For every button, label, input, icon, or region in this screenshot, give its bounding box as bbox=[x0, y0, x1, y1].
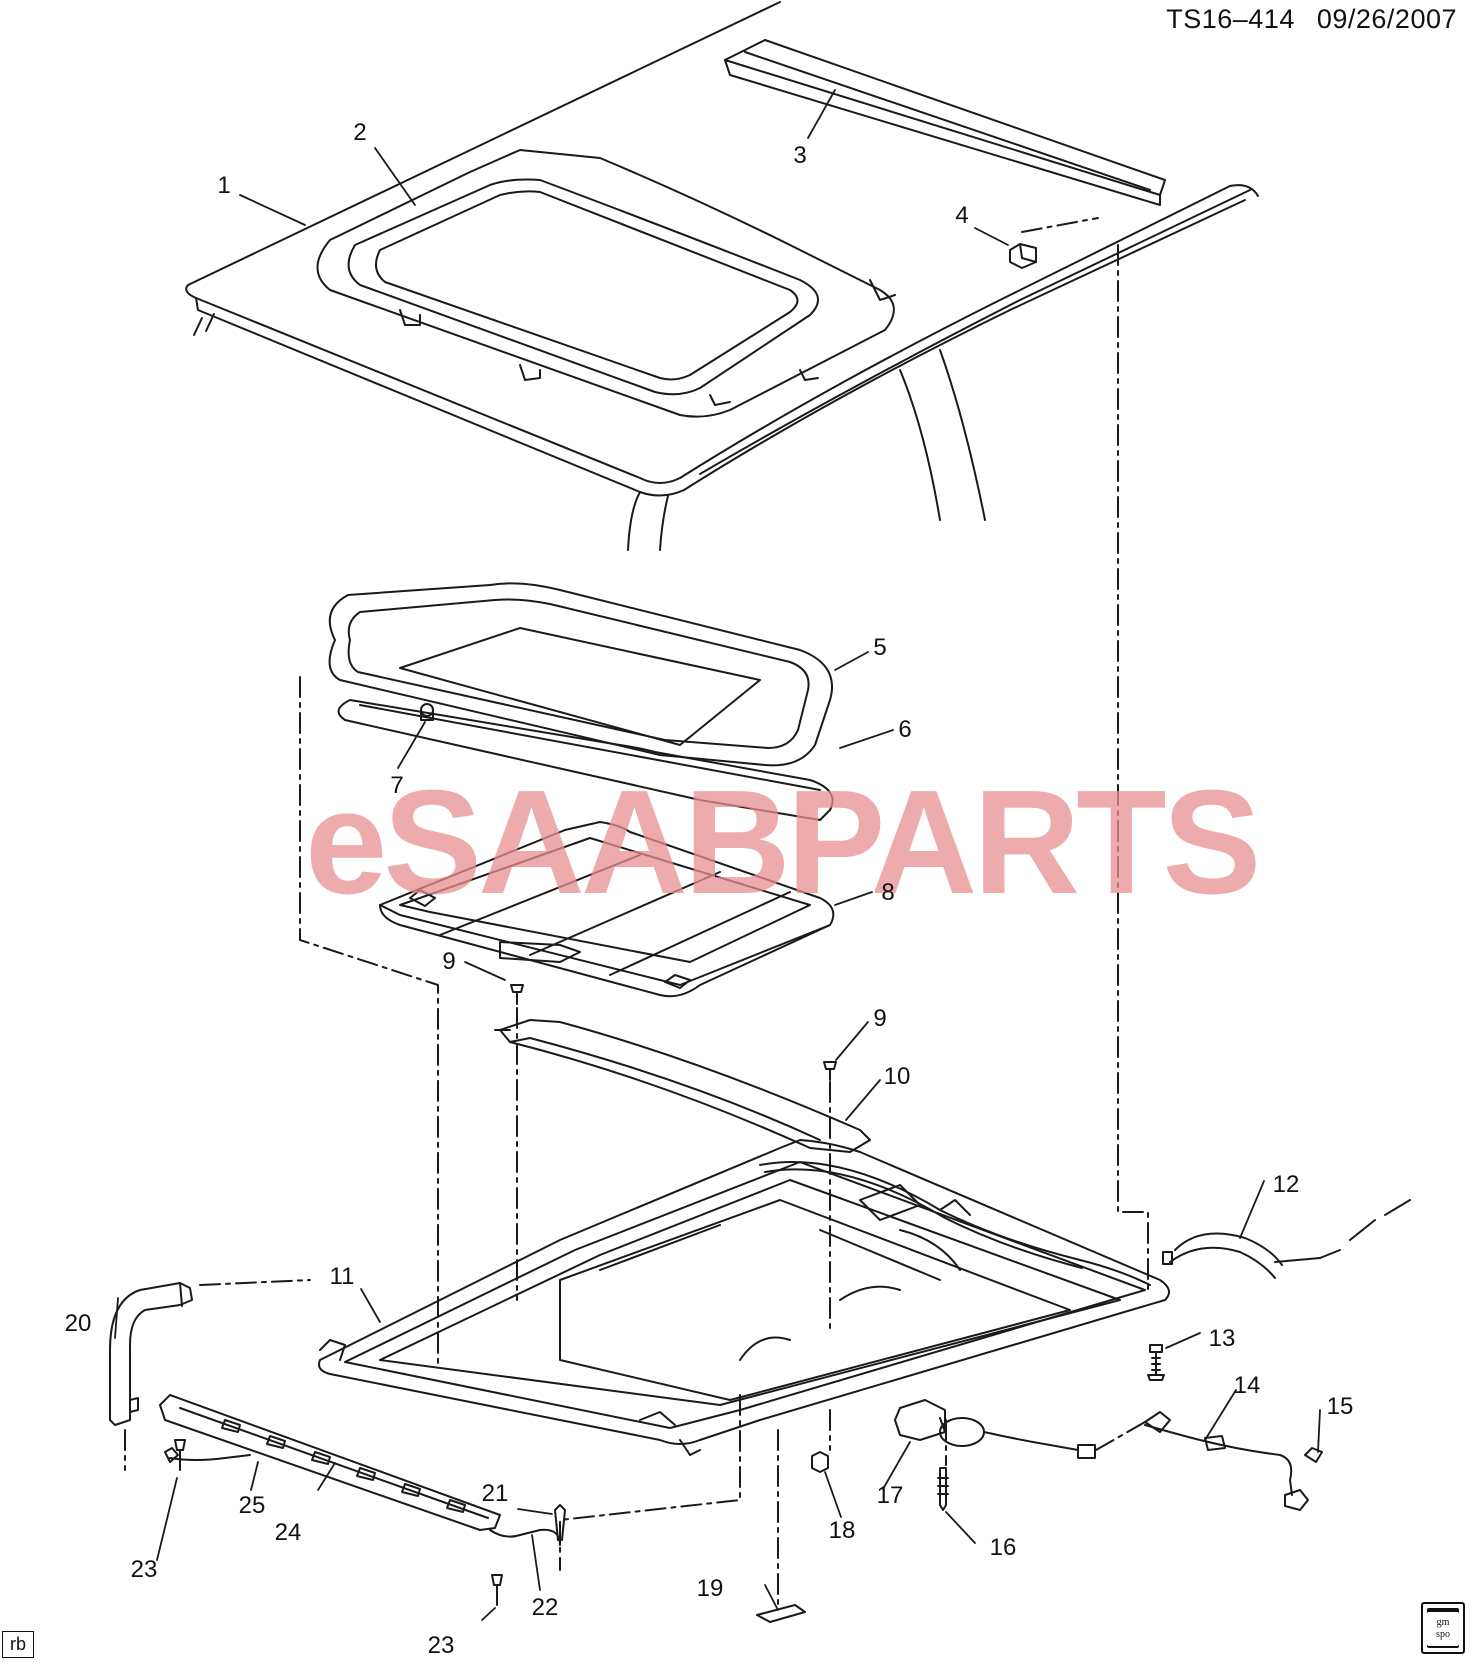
front-deflector-rail bbox=[494, 1019, 871, 1153]
callout-leaders bbox=[114, 89, 1321, 1621]
sunroof-glass-window bbox=[328, 582, 833, 767]
rear-support-bracket bbox=[159, 1394, 501, 1531]
callout-9b: 9 bbox=[873, 1005, 887, 1032]
callout-4: 4 bbox=[955, 202, 969, 229]
logo-top-text: gm bbox=[1436, 1617, 1450, 1628]
callout-12: 12 bbox=[1272, 1171, 1300, 1198]
alignment-lines bbox=[124, 217, 1149, 1606]
author-initials: rb bbox=[2, 1631, 35, 1658]
sunroof-motor bbox=[894, 1399, 1079, 1451]
callout-17: 17 bbox=[876, 1482, 904, 1509]
watermark-logo: eSAABPARTS bbox=[305, 760, 1261, 925]
roof-panel bbox=[185, 1, 1259, 551]
callout-16: 16 bbox=[989, 1534, 1017, 1561]
callout-15: 15 bbox=[1326, 1393, 1354, 1420]
wiring-harness bbox=[1077, 1411, 1309, 1511]
callout-3: 3 bbox=[793, 142, 807, 169]
callout-24: 24 bbox=[274, 1519, 302, 1546]
callout-14: 14 bbox=[1233, 1372, 1261, 1399]
glass-seal bbox=[337, 699, 834, 821]
logo-bottom-text: spo bbox=[1436, 1629, 1450, 1640]
callout-22: 22 bbox=[531, 1594, 559, 1621]
callout-8: 8 bbox=[881, 879, 895, 906]
drawing-date: 09/26/2007 bbox=[1316, 4, 1457, 34]
nut-fastener bbox=[420, 703, 434, 721]
callout-11: 11 bbox=[329, 1263, 355, 1290]
callout-10: 10 bbox=[883, 1063, 911, 1090]
small-fasteners bbox=[164, 1344, 1323, 1623]
callout-20: 20 bbox=[64, 1310, 92, 1337]
screw-fasteners bbox=[510, 984, 837, 1081]
callout-19: 19 bbox=[696, 1575, 724, 1602]
sunroof-reinforcement-frame bbox=[316, 149, 896, 418]
drain-hose-front bbox=[109, 1282, 193, 1426]
drawing-id: TS16–414 bbox=[1166, 4, 1295, 34]
sunroof-module-frame bbox=[318, 1139, 1170, 1456]
callout-5: 5 bbox=[873, 634, 887, 661]
callout-23a: 23 bbox=[130, 1556, 158, 1583]
retainer-clip bbox=[1009, 243, 1037, 269]
callout-6: 6 bbox=[898, 716, 912, 743]
sunshade-panel bbox=[379, 821, 835, 998]
drain-hose-rear bbox=[1162, 1199, 1411, 1279]
callout-18: 18 bbox=[828, 1517, 856, 1544]
callout-9a: 9 bbox=[442, 948, 456, 975]
callout-23b: 23 bbox=[427, 1632, 455, 1659]
roof-rail-strip bbox=[724, 39, 1166, 206]
drawing-header: TS16–414 09/26/2007 bbox=[1166, 4, 1457, 35]
callout-25: 25 bbox=[238, 1492, 266, 1519]
callout-7: 7 bbox=[390, 772, 404, 799]
gm-spo-logo: gm spo bbox=[1421, 1602, 1465, 1654]
callout-13: 13 bbox=[1208, 1325, 1236, 1352]
callout-21: 21 bbox=[481, 1480, 509, 1507]
callout-1: 1 bbox=[217, 172, 231, 199]
callout-2: 2 bbox=[353, 119, 367, 146]
